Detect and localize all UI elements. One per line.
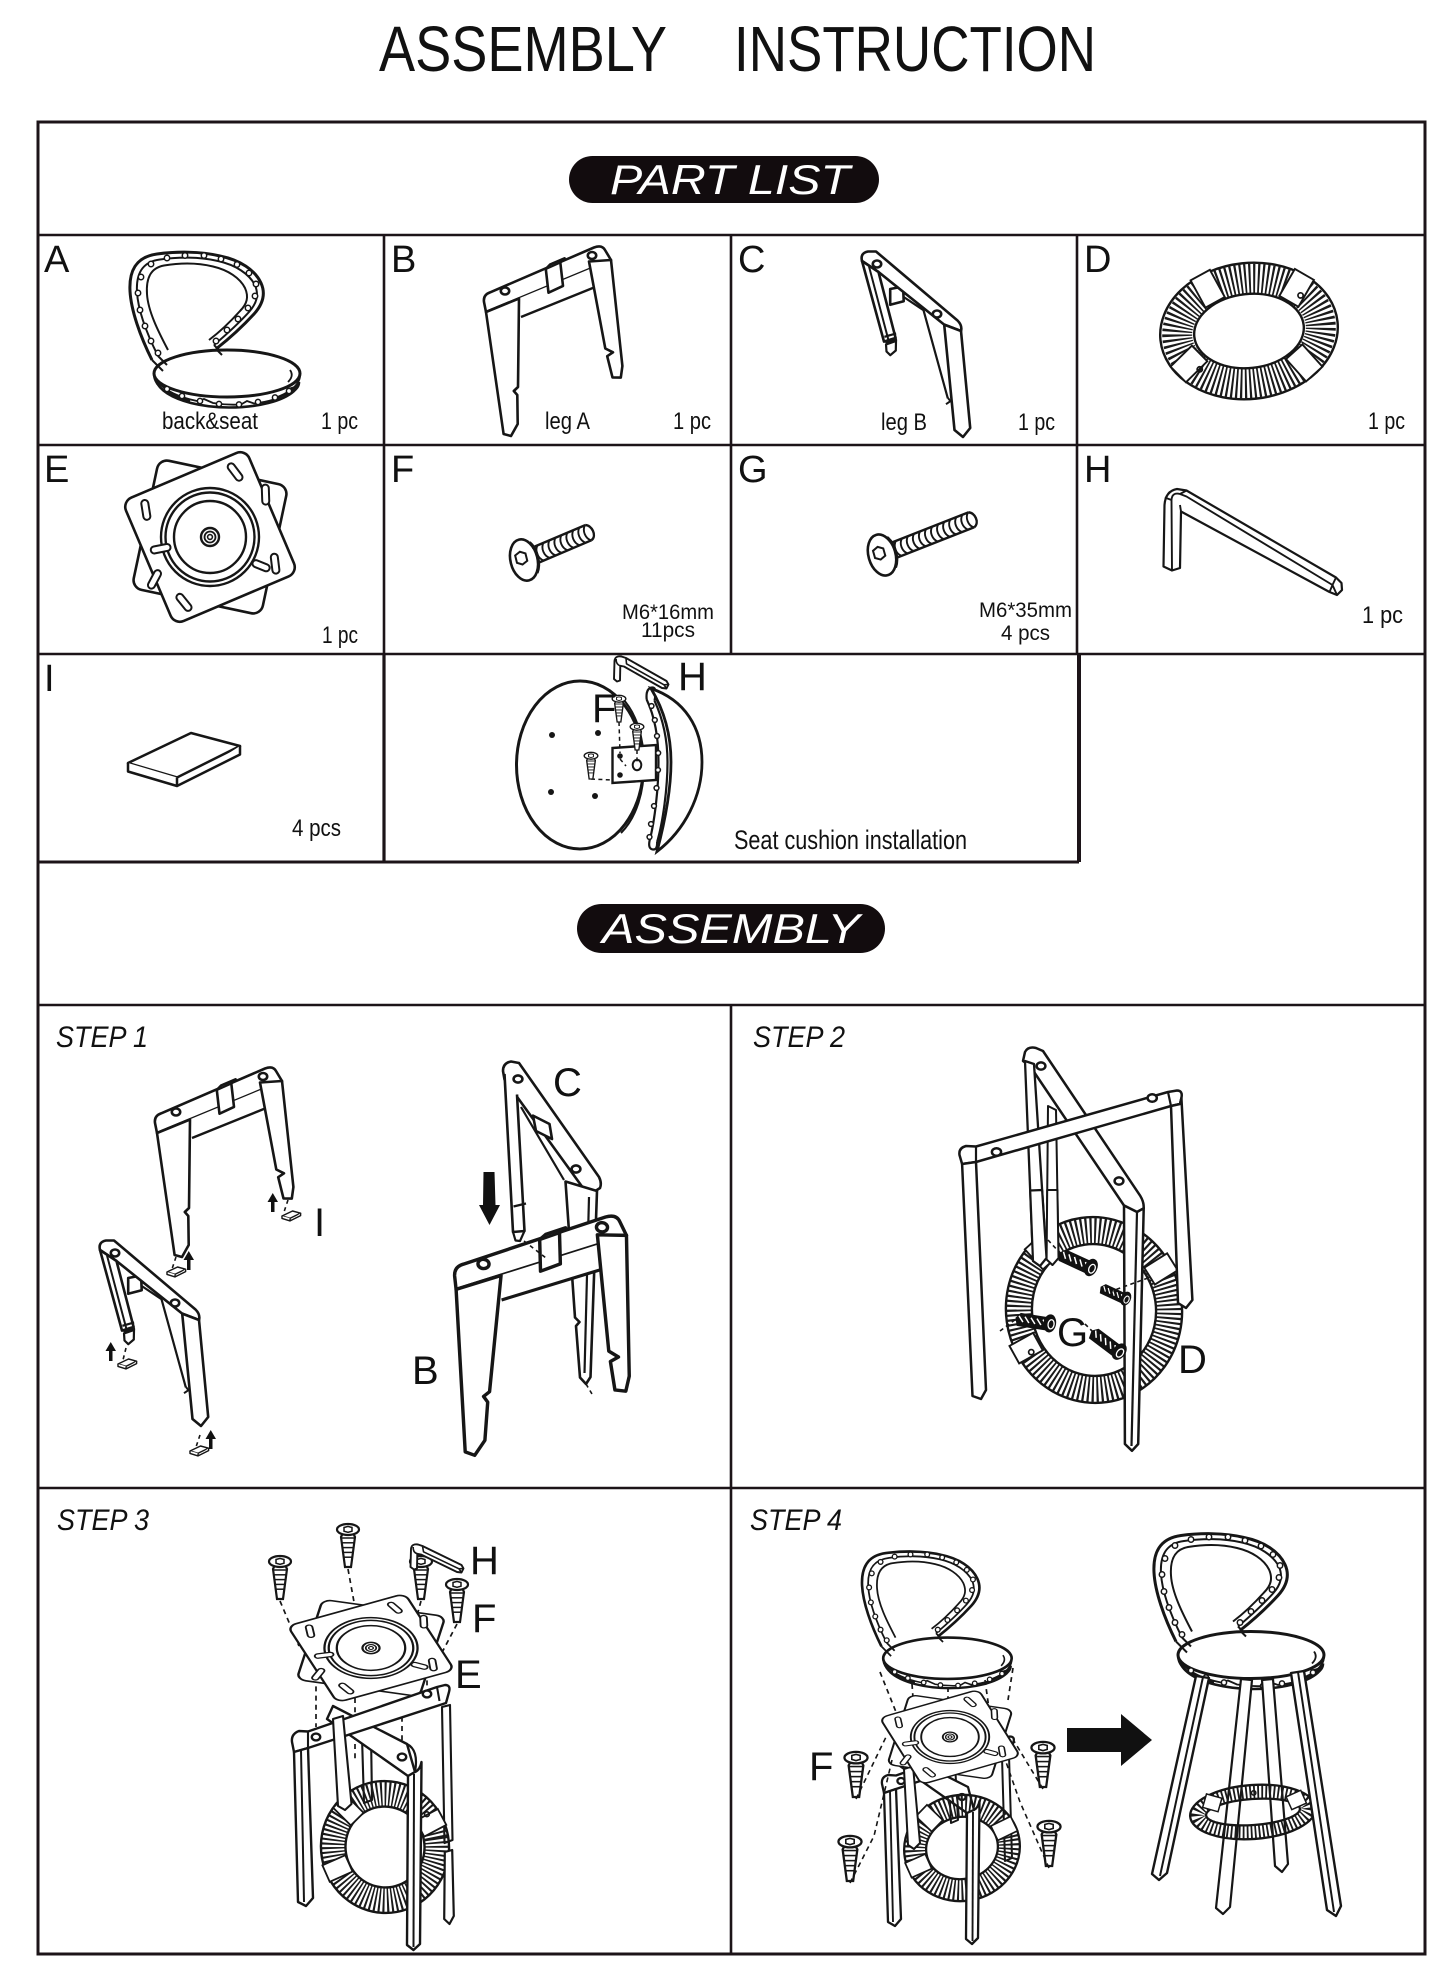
svg-text:4 pcs: 4 pcs [292,815,341,842]
svg-text:Seat cushion installation: Seat cushion installation [734,825,967,855]
svg-text:H: H [1084,449,1111,491]
svg-text:1 pc: 1 pc [1018,409,1055,436]
svg-text:11pcs: 11pcs [641,618,695,642]
svg-text:M6*16mm: M6*16mm [622,600,714,624]
svg-text:F: F [592,687,616,731]
svg-text:STEP 2: STEP 2 [753,1021,845,1054]
svg-text:STEP 1: STEP 1 [56,1021,148,1054]
svg-text:INSTRUCTION: INSTRUCTION [734,13,1096,85]
svg-text:G: G [1057,1311,1088,1355]
svg-text:ASSEMBLY: ASSEMBLY [599,905,864,952]
svg-text:E: E [455,1653,482,1697]
svg-text:1 pc: 1 pc [1368,408,1405,435]
svg-text:I: I [314,1201,325,1245]
svg-text:F: F [472,1597,496,1641]
svg-text:F: F [809,1745,833,1789]
svg-text:M6*35mm: M6*35mm [979,598,1072,622]
svg-text:back&seat: back&seat [162,408,258,435]
svg-text:STEP 3: STEP 3 [57,1504,149,1537]
svg-text:G: G [738,449,768,491]
svg-text:1 pc: 1 pc [1362,602,1403,629]
svg-text:C: C [738,239,765,281]
svg-text:F: F [391,449,414,491]
svg-text:PART LIST: PART LIST [610,156,854,203]
svg-text:D: D [1084,239,1111,281]
svg-text:E: E [44,449,69,491]
svg-text:A: A [44,239,70,281]
svg-text:B: B [391,239,416,281]
svg-text:1 pc: 1 pc [321,408,358,435]
svg-text:H: H [470,1539,499,1583]
svg-text:1 pc: 1 pc [322,622,358,649]
svg-text:4 pcs: 4 pcs [1001,621,1050,645]
svg-text:I: I [44,658,55,700]
svg-text:D: D [1178,1338,1207,1382]
svg-text:ASSEMBLY: ASSEMBLY [379,13,667,85]
svg-text:leg A: leg A [545,408,590,435]
svg-text:C: C [553,1061,582,1105]
svg-text:H: H [678,655,707,699]
svg-text:B: B [412,1349,439,1393]
svg-text:STEP 4: STEP 4 [750,1504,842,1537]
svg-text:leg B: leg B [881,409,927,436]
svg-text:1 pc: 1 pc [673,408,711,435]
